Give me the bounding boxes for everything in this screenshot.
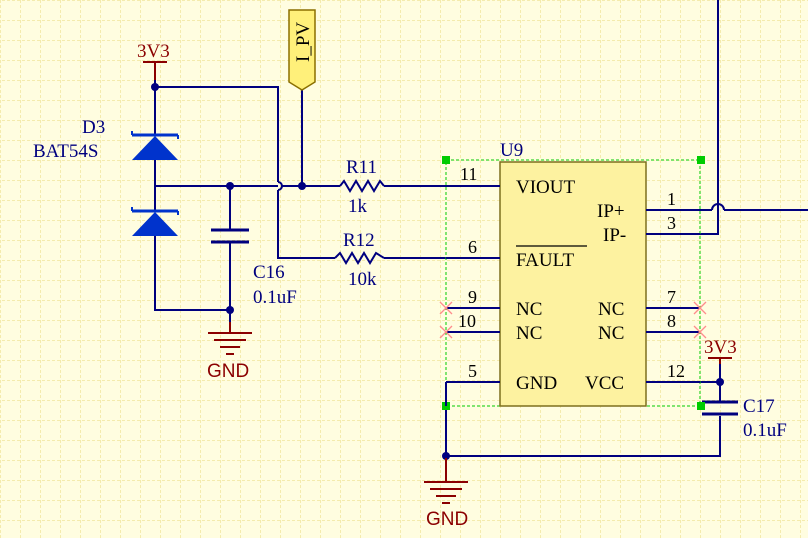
no-connect-icon [693,325,707,339]
power-port-3v3-left[interactable]: 3V3 [137,41,170,80]
svg-text:11: 11 [460,164,477,184]
net-label-i-pv[interactable]: I_PV [288,9,316,91]
svg-text:6: 6 [468,237,477,257]
gnd-label: GND [426,509,468,530]
gnd-symbol-left[interactable]: GND [207,322,252,382]
no-connect-icon [439,301,453,315]
resistor-r12[interactable]: R12 10k [334,230,385,290]
selection-handle[interactable] [697,156,705,164]
designator: U9 [500,140,523,161]
svg-text:NC: NC [598,323,624,344]
svg-text:NC: NC [598,299,624,320]
value: 1k [348,196,368,217]
ic-u9[interactable]: U9 11 VIOUT 6 FAULT 9 NC 10 NC 5 [439,140,707,410]
capacitor-c17[interactable]: C17 0.1uF [697,396,787,441]
pin-nc-7[interactable]: 7 NC [598,287,707,320]
svg-text:8: 8 [667,311,676,331]
designator: R12 [343,230,375,251]
selection-handle[interactable] [697,402,705,410]
resistor-r11[interactable]: R11 1k [339,157,385,217]
part-number: BAT54S [33,141,98,162]
junctions [151,83,724,460]
svg-text:FAULT: FAULT [516,250,574,271]
junction-dot [298,182,306,190]
power-label: 3V3 [137,41,170,62]
wire-to-r12 [277,190,335,259]
designator: R11 [346,157,377,178]
svg-text:3: 3 [667,213,676,233]
ic-body [499,161,647,407]
svg-text:10: 10 [458,311,476,331]
svg-text:NC: NC [516,323,542,344]
no-connect-icon [439,325,453,339]
pin-fault[interactable]: 6 FAULT [446,237,587,271]
svg-text:5: 5 [468,361,477,381]
junction-dot [151,83,159,91]
gnd-label: GND [207,361,249,382]
svg-text:9: 9 [468,287,477,307]
designator: C17 [743,396,775,417]
svg-text:1: 1 [667,189,676,209]
pin-vcc[interactable]: 12 VCC [585,361,700,394]
pin-nc-9[interactable]: 9 NC [439,287,542,320]
junction-dot [226,182,234,190]
pin-viout[interactable]: 11 VIOUT [446,164,575,198]
svg-text:12: 12 [667,361,685,381]
designator: D3 [82,117,105,138]
designator: C16 [253,262,285,283]
svg-text:VIOUT: VIOUT [516,177,575,198]
power-label: 3V3 [704,337,737,358]
pin-ip-minus[interactable]: 3 IP- [603,213,700,246]
svg-text:IP-: IP- [603,225,626,246]
svg-text:NC: NC [516,299,542,320]
junction-dot [442,452,450,460]
wires [154,0,808,458]
junction-dot [226,306,234,314]
svg-text:7: 7 [667,287,676,307]
no-connect-icon [693,301,707,315]
dual-schottky-diode-icon [131,131,179,236]
pin-nc-10[interactable]: 10 NC [439,311,542,344]
capacitor-c16[interactable]: C16 0.1uF [211,228,297,308]
value: 0.1uF [253,287,297,308]
selection-handle[interactable] [442,156,450,164]
pin-gnd[interactable]: 5 GND [445,361,557,406]
svg-text:GND: GND [516,373,557,394]
svg-text:IP+: IP+ [597,201,625,222]
power-port-3v3-right[interactable]: 3V3 [704,337,737,364]
net-label-text: I_PV [293,22,314,62]
pin-ip-plus[interactable]: 1 IP+ [597,189,700,222]
value: 10k [348,269,377,290]
gnd-symbol-bottom[interactable]: GND [424,458,468,530]
pin-nc-8[interactable]: 8 NC [598,311,707,344]
svg-text:VCC: VCC [585,373,624,394]
junction-dot [716,378,724,386]
diode-d3[interactable]: D3 BAT54S [33,117,179,236]
value: 0.1uF [743,420,787,441]
